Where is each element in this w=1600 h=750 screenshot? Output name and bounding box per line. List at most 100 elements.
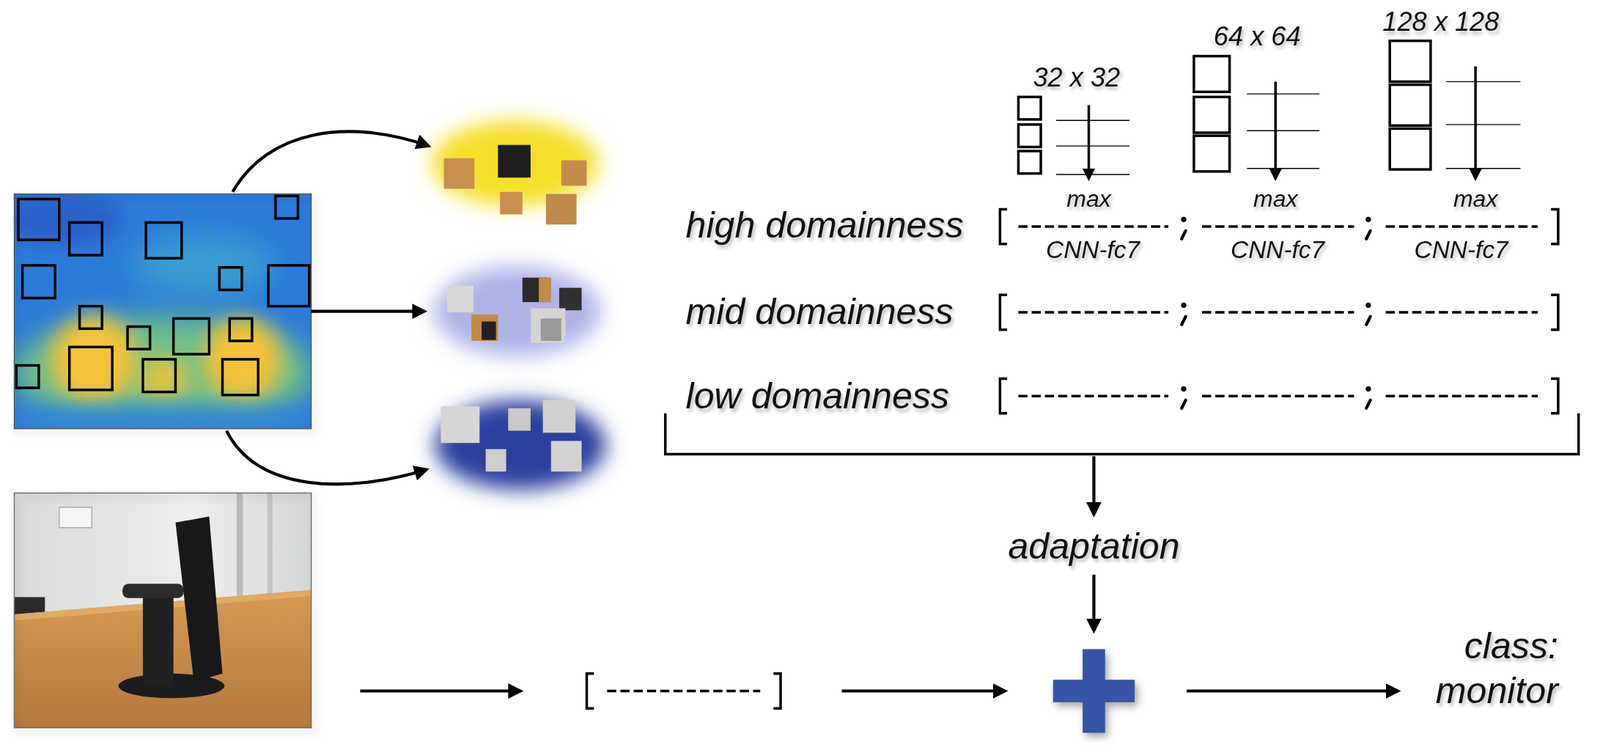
region-box	[173, 318, 210, 355]
region-box	[79, 306, 103, 330]
vector-dashes	[1202, 394, 1354, 397]
photo-monitor-screen	[175, 515, 223, 682]
vector-separator	[1181, 230, 1186, 239]
step-label: adaptation	[1007, 524, 1180, 569]
photo-frame	[13, 492, 311, 728]
heatmap-frame	[13, 194, 311, 429]
vector-separator	[1366, 400, 1371, 409]
flow-arrow	[1092, 574, 1096, 632]
heat-blob	[132, 234, 276, 297]
vector-dashes	[1385, 225, 1538, 228]
vector-separator	[1365, 302, 1371, 308]
region-box	[22, 265, 56, 299]
pooling-arrow	[1274, 81, 1277, 179]
image-patch	[499, 192, 523, 215]
patch-cell	[1018, 150, 1041, 174]
vector-separator	[1365, 216, 1371, 223]
plus-symbol	[1053, 648, 1135, 733]
region-box	[127, 326, 151, 350]
plus-bar	[1082, 648, 1106, 733]
flow-arrow	[311, 310, 426, 313]
vector-separator	[1366, 316, 1371, 325]
image-patch	[481, 321, 496, 341]
group-brace	[665, 413, 1579, 455]
pooling-label: max	[1253, 184, 1298, 213]
region-box	[219, 267, 242, 291]
vector-dashes	[606, 689, 761, 692]
feature-label: CNN-fc7	[1045, 235, 1140, 265]
image-patch	[543, 400, 577, 434]
patch-cell	[1193, 96, 1230, 133]
pooling-arrow	[1087, 104, 1090, 179]
region-box	[69, 222, 103, 256]
output-label: class: monitor	[1389, 623, 1559, 714]
patch-cell	[1389, 128, 1431, 170]
vector-dashes	[1018, 394, 1169, 397]
image-patch	[546, 194, 577, 226]
feature-label: CNN-fc7	[1414, 235, 1509, 265]
photo-monitor-arm	[122, 583, 184, 598]
image-patch	[561, 160, 588, 187]
heatmap	[13, 194, 311, 429]
region-box	[229, 318, 253, 341]
row-label: mid domainness	[686, 289, 954, 334]
pooling-label: max	[1453, 184, 1498, 213]
region-box	[145, 222, 182, 259]
photo-monitor-stand	[142, 596, 174, 687]
photo-outlet	[59, 507, 93, 528]
image-patch	[440, 406, 480, 443]
scale-label: 128 x 128	[1382, 6, 1499, 39]
vector-separator	[1366, 230, 1371, 239]
vector-separator	[1365, 386, 1371, 392]
grid-line	[1246, 130, 1320, 132]
heat-blob	[203, 318, 282, 400]
patch-cell	[1018, 96, 1041, 120]
image-patch	[559, 288, 582, 311]
vector-bracket	[1550, 378, 1559, 414]
pooling-arrow	[1473, 65, 1477, 179]
feature-label: CNN-fc7	[1230, 235, 1325, 265]
vector-bracket	[999, 294, 1008, 330]
image-patch	[444, 158, 475, 190]
heat-blob	[137, 356, 190, 398]
grid-line	[1056, 145, 1130, 146]
vector-separator	[1181, 400, 1186, 409]
image-patch	[447, 285, 474, 313]
mid-cloud	[433, 266, 602, 357]
vector-bracket	[1550, 208, 1559, 244]
flow-arrow	[226, 430, 427, 485]
region-box	[275, 195, 299, 219]
vector-separator	[1181, 316, 1186, 325]
vector-dashes	[1202, 225, 1354, 228]
image-patch	[530, 307, 566, 343]
vector-dashes	[1018, 225, 1169, 228]
object-photo	[13, 492, 311, 728]
photo-table	[13, 590, 311, 728]
image-patch	[538, 277, 552, 302]
image-patch	[540, 318, 562, 341]
vector-bracket	[1550, 294, 1559, 330]
grid-line	[1056, 120, 1130, 121]
region-box	[268, 265, 310, 307]
vector-dashes	[1385, 310, 1538, 313]
vector-separator	[1180, 302, 1186, 308]
flow-arrow	[1092, 455, 1096, 514]
flow-arrow	[359, 688, 521, 692]
row-label: low domainness	[686, 373, 950, 418]
region-box	[16, 365, 39, 388]
vector-dashes	[1385, 394, 1538, 397]
vector-bracket	[773, 673, 781, 709]
vector-separator	[1180, 216, 1186, 223]
vector-dashes	[1202, 310, 1354, 313]
grid-line	[1056, 173, 1130, 175]
flow-arrow	[1186, 688, 1398, 692]
grid-line	[1446, 167, 1521, 169]
patch-cell	[1193, 56, 1230, 93]
vector-dashes	[1018, 310, 1169, 313]
image-patch	[471, 314, 498, 341]
flow-arrow	[232, 131, 429, 192]
region-box	[18, 198, 60, 240]
low-cloud	[434, 400, 607, 491]
